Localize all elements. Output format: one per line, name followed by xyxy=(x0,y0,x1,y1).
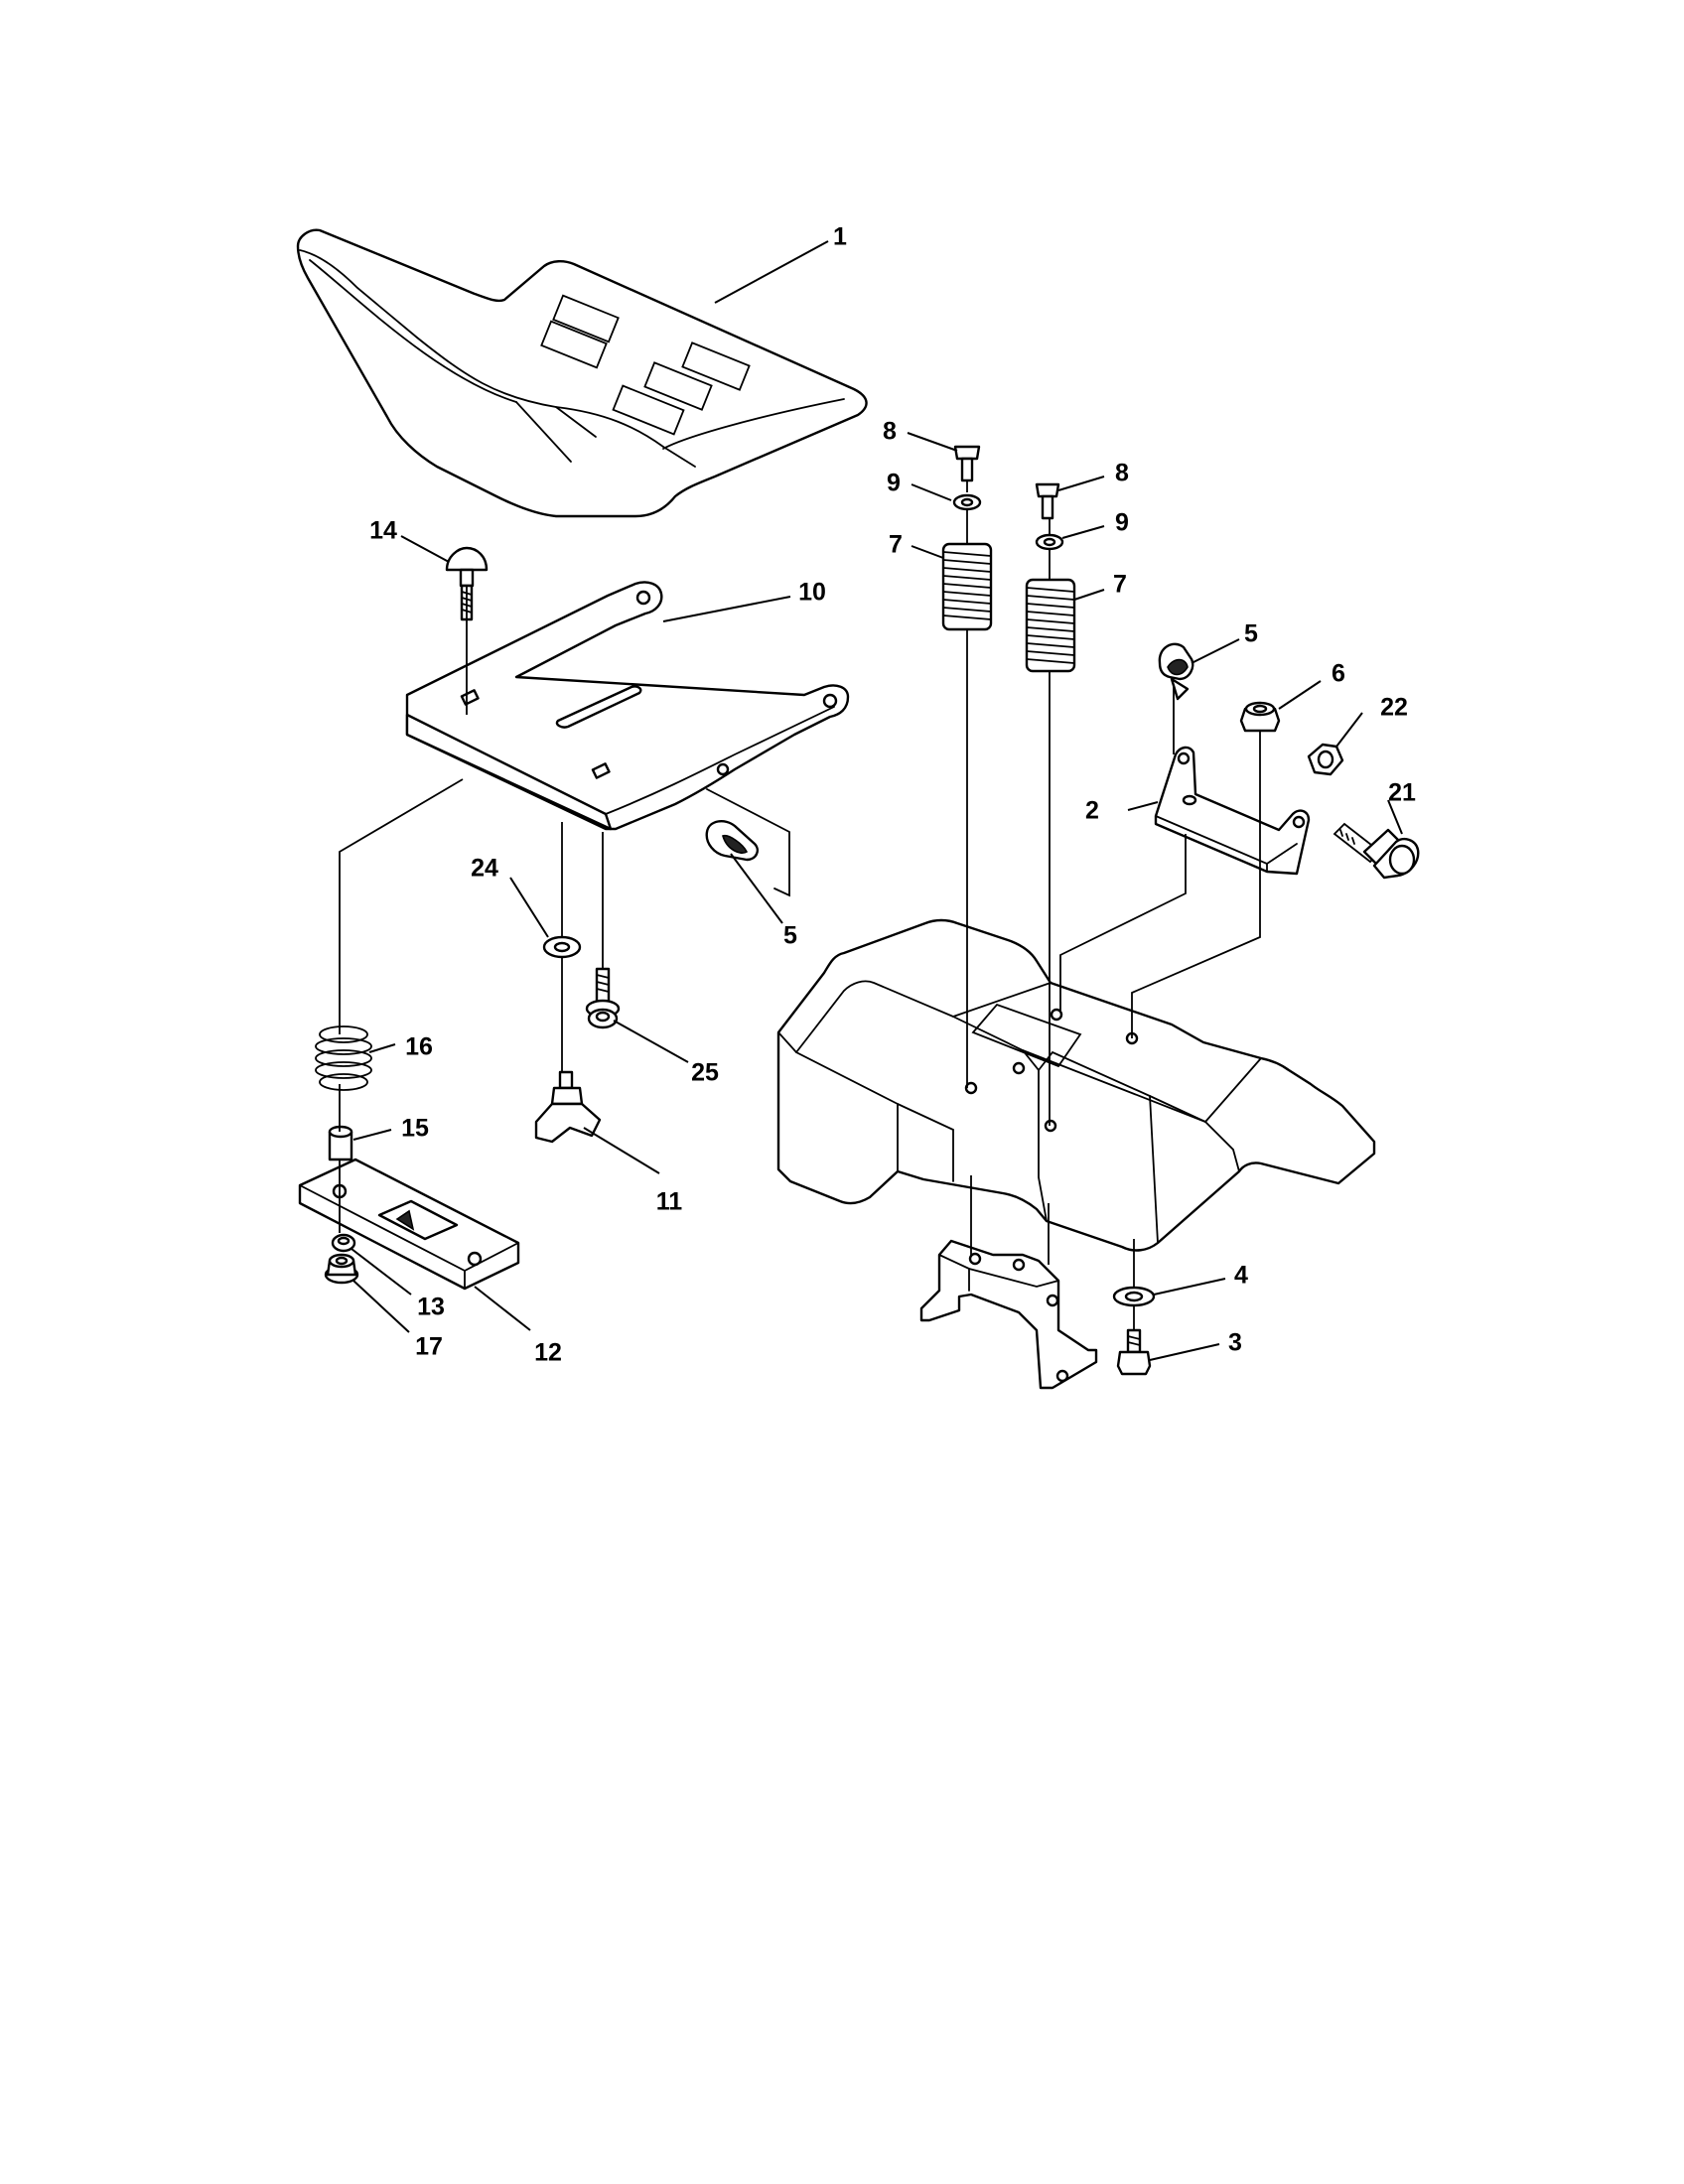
spring-part-7-right xyxy=(1025,578,1076,673)
callout-1: 1 xyxy=(833,223,847,251)
callout-8-right: 8 xyxy=(1115,460,1129,487)
callout-24: 24 xyxy=(471,855,498,883)
knob-part-11 xyxy=(534,1070,602,1144)
spring-part-16 xyxy=(315,1025,372,1091)
callout-7-left: 7 xyxy=(889,531,903,559)
callout-labels: 1 10 14 5 24 25 11 16 15 12 13 17 8 9 7 … xyxy=(369,223,1416,1367)
seat-part-1 xyxy=(296,228,868,518)
callout-12: 12 xyxy=(534,1339,562,1367)
nut-part-6 xyxy=(1239,701,1281,733)
callout-25: 25 xyxy=(691,1059,719,1087)
callout-8-left: 8 xyxy=(883,418,897,446)
callout-11: 11 xyxy=(656,1188,683,1216)
callout-22: 22 xyxy=(1380,694,1408,722)
callout-leaders xyxy=(351,240,1403,1361)
seat-pan-part-10 xyxy=(405,581,850,897)
shoulder-bolt-part-25 xyxy=(585,967,621,1029)
nut-part-22 xyxy=(1307,743,1344,776)
callout-9-right: 9 xyxy=(1115,509,1129,537)
nut-part-13 xyxy=(331,1233,356,1253)
callout-16: 16 xyxy=(405,1033,433,1061)
fender-bracket-part xyxy=(919,1239,1098,1390)
washer-part-9-left xyxy=(952,493,982,511)
spring-part-7-left xyxy=(941,542,993,631)
callout-10: 10 xyxy=(798,579,826,607)
clip-part-5-right xyxy=(1158,642,1194,701)
callout-17: 17 xyxy=(415,1333,443,1361)
callout-4: 4 xyxy=(1234,1262,1248,1290)
callout-5-right: 5 xyxy=(1244,620,1258,648)
fender-part xyxy=(776,918,1376,1252)
callout-15: 15 xyxy=(401,1115,429,1143)
callout-5-left: 5 xyxy=(783,922,797,950)
callout-14: 14 xyxy=(369,517,397,545)
slide-plate-part-12 xyxy=(298,1158,520,1291)
callout-21: 21 xyxy=(1388,779,1416,807)
washer-part-24 xyxy=(542,935,582,959)
washer-part-9-right xyxy=(1035,533,1064,551)
callout-9-left: 9 xyxy=(887,470,901,497)
bolt-part-8-right xyxy=(1035,482,1060,520)
callout-3: 3 xyxy=(1228,1329,1242,1357)
callout-6: 6 xyxy=(1332,660,1345,688)
bracket-part-2 xyxy=(1154,746,1311,876)
clip-part-5-left xyxy=(705,820,759,862)
bolt-part-8-left xyxy=(953,445,981,482)
washer-part-4 xyxy=(1112,1286,1156,1307)
callout-13: 13 xyxy=(417,1294,445,1321)
callout-2: 2 xyxy=(1085,797,1099,825)
assembly-guide-lines xyxy=(339,480,1261,1330)
flange-nut-part-17 xyxy=(324,1253,359,1285)
spacer-part-15 xyxy=(328,1125,353,1161)
bolt-part-21 xyxy=(1333,822,1420,880)
callout-7-right: 7 xyxy=(1113,571,1127,599)
bolt-part-3 xyxy=(1116,1328,1152,1376)
